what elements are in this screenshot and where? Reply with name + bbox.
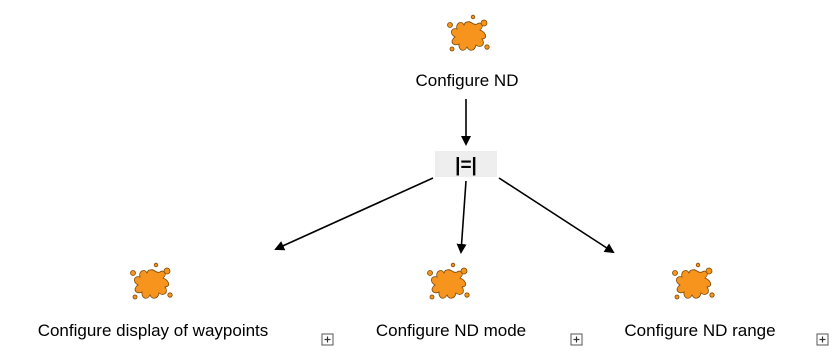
plus-box-icon[interactable] — [321, 333, 334, 346]
operator-background — [435, 151, 497, 177]
parallel-operator[interactable]: |=| — [435, 151, 497, 177]
child-node-nd-range[interactable]: Configure ND range — [624, 262, 776, 340]
plus-box-icon[interactable] — [570, 333, 583, 346]
splat-icon — [672, 262, 715, 300]
root-node[interactable]: Configure ND — [416, 14, 519, 90]
arrow-operator-to-child-2 — [456, 180, 467, 254]
splat-icon — [427, 262, 470, 300]
child-node-waypoints[interactable]: Configure display of waypoints — [38, 262, 269, 340]
child-node-nd-mode[interactable]: Configure ND mode — [376, 262, 526, 340]
splat-icon — [447, 14, 490, 52]
arrow-operator-to-child-3 — [498, 177, 615, 254]
splat-icon — [130, 262, 173, 300]
operator-symbol: |=| — [455, 155, 477, 176]
child-label: Configure display of waypoints — [38, 321, 269, 340]
child-label: Configure ND range — [624, 321, 775, 340]
root-label: Configure ND — [416, 71, 519, 90]
child-label: Configure ND mode — [376, 321, 526, 340]
plus-box-icon[interactable] — [816, 333, 829, 346]
arrow-operator-to-child-1 — [274, 177, 434, 251]
